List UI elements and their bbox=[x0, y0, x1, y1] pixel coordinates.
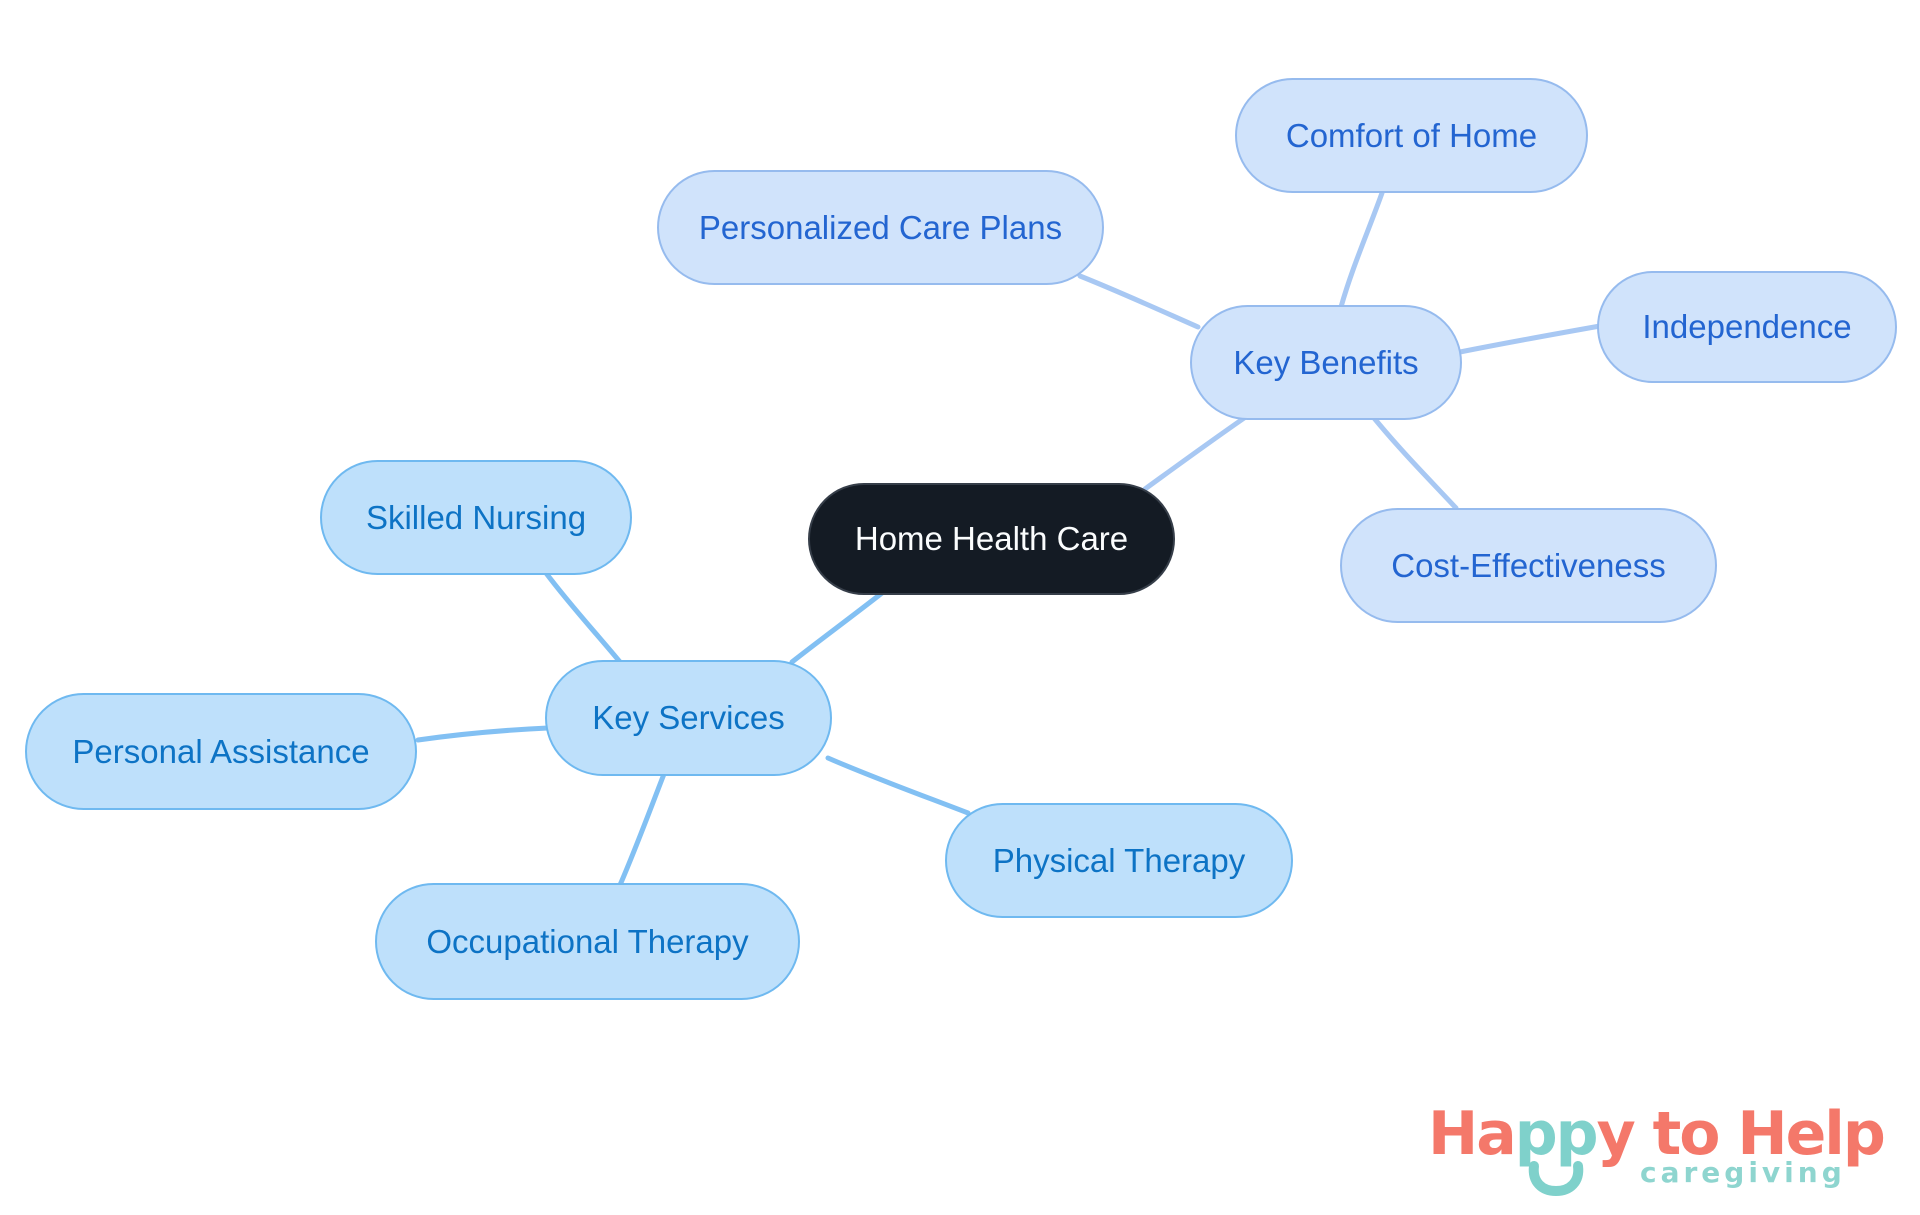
node-cost-effectiveness[interactable]: Cost-Effectiveness bbox=[1340, 508, 1717, 623]
logo-text-segment: pp bbox=[1515, 1104, 1599, 1197]
edge-key-services-to-occupational-therapy bbox=[617, 771, 667, 888]
edge-root-to-key-benefits bbox=[1142, 411, 1253, 492]
edge-key-benefits-to-comfort-of-home bbox=[1338, 190, 1385, 310]
node-skilled-nursing[interactable]: Skilled Nursing bbox=[320, 460, 632, 575]
logo-text-segment: y to Help bbox=[1596, 1099, 1886, 1169]
edge-key-benefits-to-personalized-care-plans bbox=[1077, 273, 1201, 330]
node-home-health-care[interactable]: Home Health Care bbox=[808, 483, 1175, 595]
node-comfort-of-home[interactable]: Comfort of Home bbox=[1235, 78, 1588, 193]
edge-key-benefits-to-cost-effectiveness bbox=[1371, 415, 1459, 511]
edge-key-services-to-physical-therapy bbox=[825, 755, 971, 816]
edge-key-benefits-to-independence bbox=[1457, 323, 1603, 355]
node-personalized-care-plans[interactable]: Personalized Care Plans bbox=[657, 170, 1104, 285]
node-occupational-therapy[interactable]: Occupational Therapy bbox=[375, 883, 800, 1000]
smile-icon bbox=[1528, 1161, 1583, 1197]
node-physical-therapy[interactable]: Physical Therapy bbox=[945, 803, 1293, 918]
edge-key-services-to-personal-assistance bbox=[415, 725, 551, 743]
node-independence[interactable]: Independence bbox=[1597, 271, 1897, 383]
logo-tagline: caregiving bbox=[1640, 1156, 1846, 1189]
edge-root-to-key-services bbox=[789, 590, 885, 665]
node-key-benefits[interactable]: Key Benefits bbox=[1190, 305, 1462, 420]
node-personal-assistance[interactable]: Personal Assistance bbox=[25, 693, 417, 810]
edge-key-services-to-skilled-nursing bbox=[543, 570, 623, 665]
node-key-services[interactable]: Key Services bbox=[545, 660, 832, 776]
logo-text-segment: Ha bbox=[1428, 1099, 1517, 1169]
